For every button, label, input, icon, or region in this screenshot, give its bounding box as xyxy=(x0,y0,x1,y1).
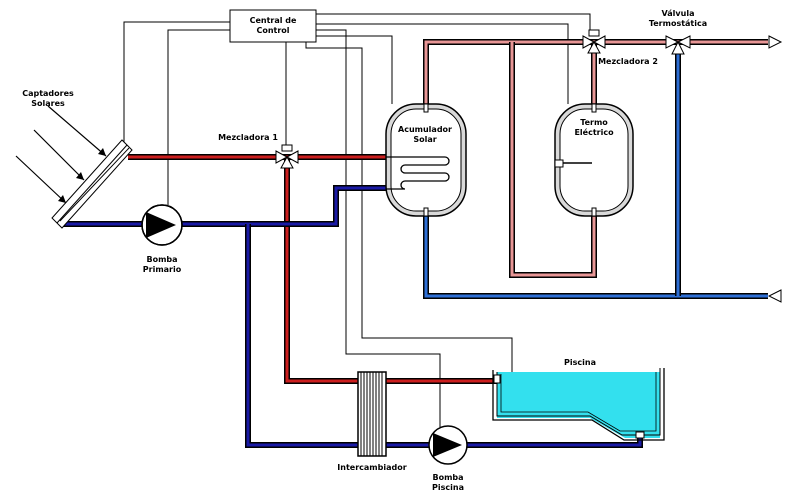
pool-label: Piscina xyxy=(564,358,596,367)
mixer-2-valve-icon xyxy=(582,29,606,54)
heater-label-2: Eléctrico xyxy=(574,127,614,137)
accumulator-label-2: Solar xyxy=(413,135,436,144)
control-label-1: Central de xyxy=(250,16,297,25)
solar-collector xyxy=(51,139,133,229)
swimming-pool xyxy=(492,368,665,441)
collector-label-1: Captadores xyxy=(22,89,74,98)
pump-pool-label-2: Piscina xyxy=(432,483,464,492)
primary-hot-pipe xyxy=(128,154,497,384)
mixer-1-label: Mezcladora 1 xyxy=(218,133,278,142)
mixer-2-label: Mezcladora 2 xyxy=(598,57,658,66)
electric-heater xyxy=(554,103,634,217)
control-label-2: Control xyxy=(256,26,289,35)
thermostatic-valve-icon xyxy=(665,35,691,55)
collector-label-2: Solares xyxy=(31,99,65,108)
accumulator-label-1: Acumulador xyxy=(398,125,452,134)
exchanger-label: Intercambiador xyxy=(337,463,406,472)
pump-primary-label-2: Primario xyxy=(143,265,182,274)
valve-label-1: Válvula xyxy=(662,9,695,18)
primary-pump-icon xyxy=(141,204,183,246)
valve-label-2: Termostática xyxy=(649,19,707,28)
dhw-cold-pipes xyxy=(423,52,768,299)
control-unit xyxy=(229,9,317,43)
hot-water-outlet-arrow-icon xyxy=(768,35,783,49)
heat-exchanger xyxy=(357,371,387,457)
mixer-1-valve-icon xyxy=(275,144,299,169)
sun-rays-icon xyxy=(15,105,107,204)
solar-accumulator xyxy=(385,103,467,217)
pool-pump-icon xyxy=(428,425,468,465)
pump-pool-label-1: Bomba xyxy=(432,473,463,482)
cold-water-inlet-arrow-icon xyxy=(767,289,782,303)
pump-primary-label-1: Bomba xyxy=(146,255,177,264)
heater-label-1: Termo xyxy=(580,118,608,127)
